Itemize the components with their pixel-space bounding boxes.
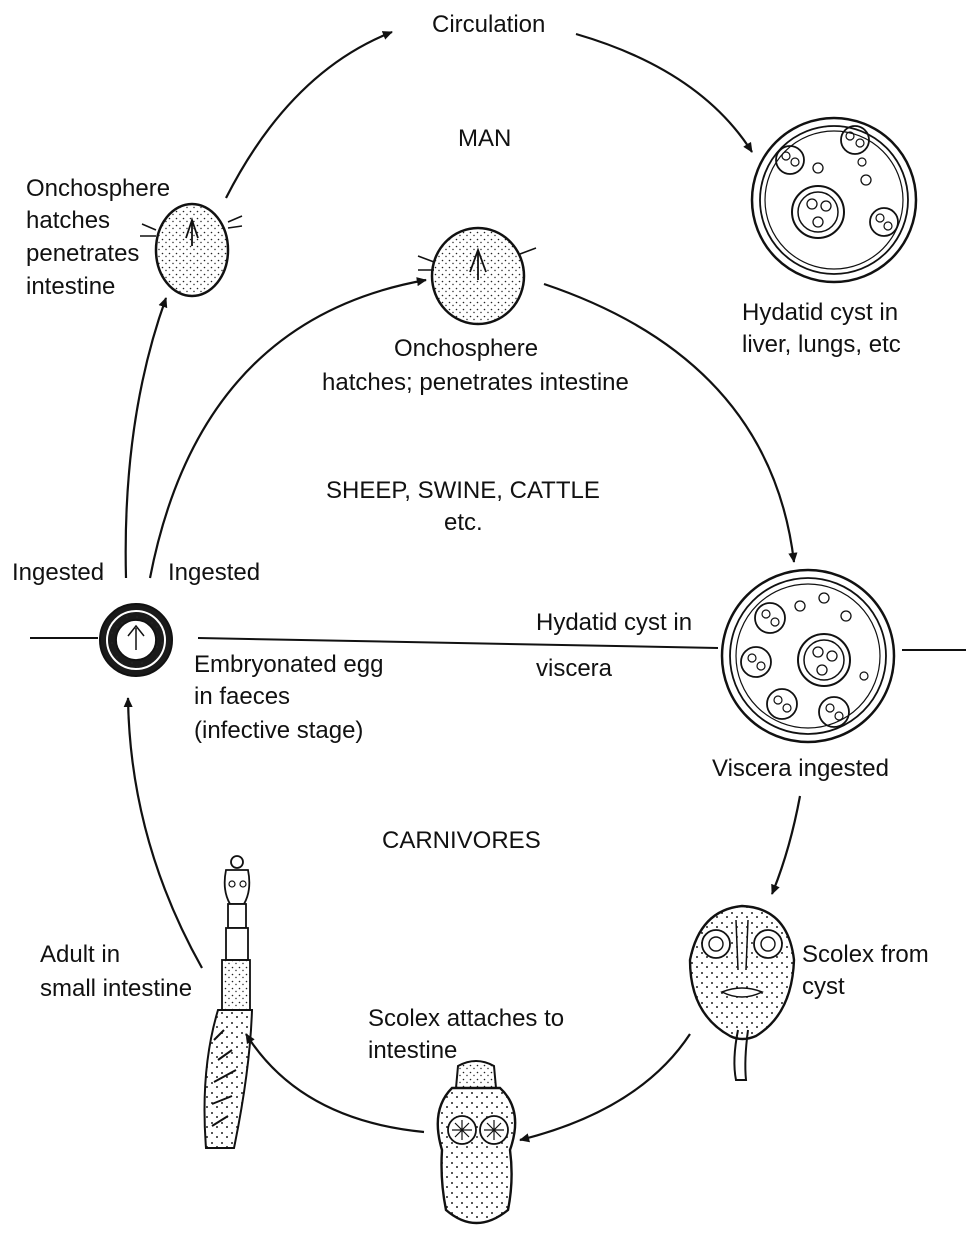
- hydatid-cyst-viscera-illustration: [722, 570, 894, 742]
- label-man: MAN: [458, 125, 511, 152]
- svg-text:Ingested: Ingested: [12, 559, 104, 586]
- svg-text:Onchosphere: Onchosphere: [26, 175, 170, 202]
- svg-text:hatches: hatches: [26, 207, 110, 234]
- svg-text:hatches; penetrates intestine: hatches; penetrates intestine: [322, 369, 629, 396]
- label-sheep-group: SHEEP, SWINE, CATTLE etc.: [326, 477, 600, 536]
- svg-text:intestine: intestine: [26, 273, 115, 300]
- svg-text:Onchosphere: Onchosphere: [394, 335, 538, 362]
- svg-text:Adult in: Adult in: [40, 941, 120, 968]
- label-carnivores: CARNIVORES: [382, 827, 541, 854]
- svg-text:Circulation: Circulation: [432, 11, 545, 38]
- arrow-viscera-to-scolex: [772, 796, 800, 894]
- svg-text:CARNIVORES: CARNIVORES: [382, 827, 541, 854]
- arrow-circulation-to-hydatid: [576, 34, 752, 152]
- svg-text:cyst: cyst: [802, 973, 845, 1000]
- svg-text:Viscera ingested: Viscera ingested: [712, 755, 889, 782]
- svg-text:(infective stage): (infective stage): [194, 717, 363, 744]
- svg-text:Embryonated egg: Embryonated egg: [194, 651, 383, 678]
- arrow-adult-to-egg: [128, 698, 202, 968]
- svg-text:penetrates: penetrates: [26, 240, 139, 267]
- label-hydatid-cyst-man: Hydatid cyst in liver, lungs, etc: [742, 299, 901, 358]
- svg-text:MAN: MAN: [458, 125, 511, 152]
- svg-text:SHEEP, SWINE, CATTLE: SHEEP, SWINE, CATTLE: [326, 477, 600, 504]
- adult-tapeworm-illustration: [205, 856, 253, 1148]
- label-onchosphere-sheep: Onchosphere hatches; penetrates intestin…: [322, 335, 629, 396]
- svg-text:small intestine: small intestine: [40, 975, 192, 1002]
- label-ingested-left: Ingested: [12, 559, 104, 586]
- label-embryonated-egg: Embryonated egg in faeces (infective sta…: [194, 651, 383, 744]
- svg-text:in faeces: in faeces: [194, 683, 290, 710]
- onchosphere-sheep-illustration: [418, 228, 536, 324]
- svg-text:Scolex attaches to: Scolex attaches to: [368, 1005, 564, 1032]
- label-circulation: Circulation: [432, 11, 545, 38]
- svg-text:Scolex from: Scolex from: [802, 941, 929, 968]
- svg-text:intestine: intestine: [368, 1037, 457, 1064]
- hydatid-cyst-man-illustration: [752, 118, 916, 282]
- label-viscera-ingested: Viscera ingested: [712, 755, 889, 782]
- label-scolex-from-cyst: Scolex from cyst: [802, 941, 929, 1000]
- svg-text:viscera: viscera: [536, 655, 613, 682]
- svg-text:Hydatid cyst in: Hydatid cyst in: [742, 299, 898, 326]
- label-scolex-attaches: Scolex attaches to intestine: [368, 1005, 564, 1064]
- svg-text:Hydatid cyst in: Hydatid cyst in: [536, 609, 692, 636]
- onchosphere-man-illustration: [140, 204, 242, 296]
- svg-text:liver, lungs, etc: liver, lungs, etc: [742, 331, 901, 358]
- scolex-attached-illustration: [438, 1061, 515, 1223]
- arrow-egg-to-onchosphere-sheep: [150, 280, 426, 578]
- label-adult: Adult in small intestine: [40, 941, 192, 1002]
- svg-text:etc.: etc.: [444, 509, 483, 536]
- embryonated-egg-illustration: [100, 604, 172, 676]
- label-ingested-right: Ingested: [168, 559, 260, 586]
- label-onchosphere-man: Onchosphere hatches penetrates intestine: [26, 175, 170, 300]
- svg-text:Ingested: Ingested: [168, 559, 260, 586]
- scolex-from-cyst-illustration: [690, 906, 794, 1080]
- arrow-onchosphere-to-circulation: [226, 32, 392, 198]
- arrow-scolex-to-attached: [520, 1034, 690, 1140]
